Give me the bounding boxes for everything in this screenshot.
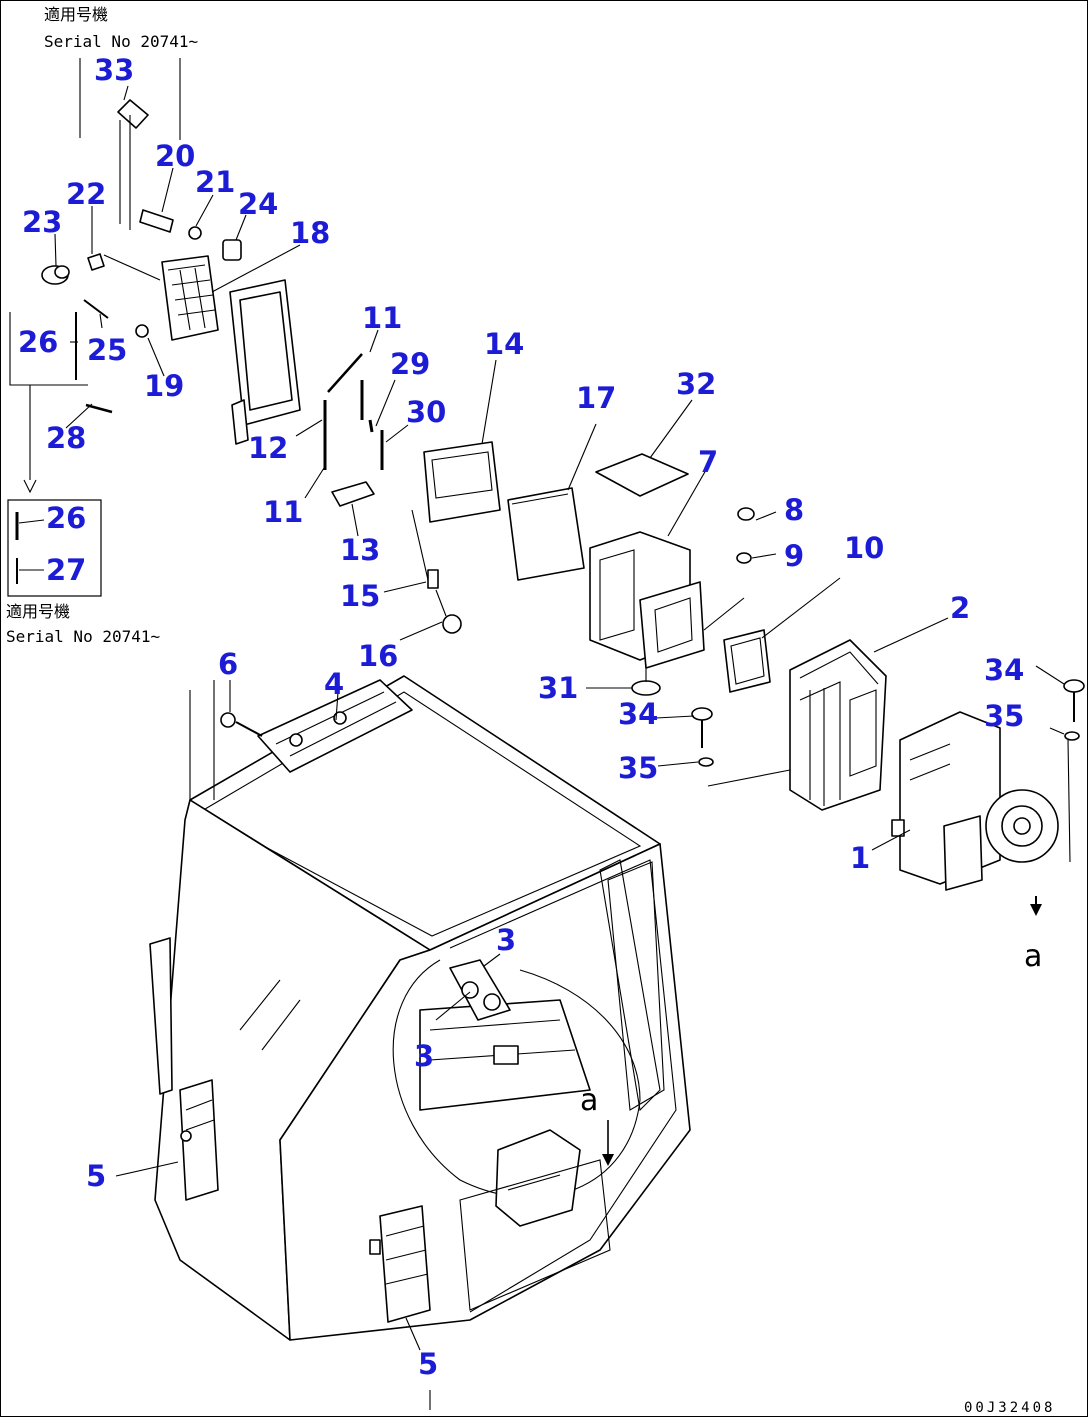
document-code: 00J32408: [964, 1400, 1055, 1416]
callout-17: 17: [576, 381, 616, 415]
callout-5-b: 5: [418, 1347, 438, 1381]
callout-30: 30: [406, 395, 446, 429]
callout-4: 4: [324, 667, 344, 701]
callout-34-a: 34: [618, 697, 658, 731]
group-arrow: [23, 385, 37, 494]
callout-29: 29: [390, 347, 430, 381]
callout-26-b: 26: [46, 501, 86, 535]
callout-35-a: 35: [618, 751, 658, 785]
callout-10: 10: [844, 531, 884, 565]
callout-21: 21: [195, 165, 235, 199]
callout-6: 6: [218, 647, 238, 681]
callout-24: 24: [238, 187, 278, 221]
callout-7: 7: [698, 445, 718, 479]
small-parts-group: [295, 329, 462, 641]
callout-34-b: 34: [984, 653, 1024, 687]
callout-5-a: 5: [86, 1159, 106, 1193]
callout-13: 13: [340, 533, 380, 567]
callout-11-b: 11: [263, 495, 303, 529]
callout-27: 27: [46, 553, 86, 587]
callout-3-b: 3: [414, 1039, 434, 1073]
inset-box: [7, 499, 102, 597]
callout-11-a: 11: [362, 301, 402, 335]
view-letter-lower: a: [580, 1083, 598, 1118]
callout-23: 23: [22, 205, 62, 239]
serial-top-text: Serial No 20741~: [44, 32, 198, 51]
callout-3-a: 3: [496, 923, 516, 957]
callout-14: 14: [484, 327, 524, 361]
air-conditioner-unit-group: [655, 617, 1085, 916]
group-bracket: [9, 312, 88, 386]
callout-2: 2: [950, 591, 970, 625]
callout-28: 28: [46, 421, 86, 455]
callout-19: 19: [144, 369, 184, 403]
callout-26-a: 26: [18, 325, 58, 359]
switch-panel-group: [41, 85, 301, 445]
callout-33: 33: [94, 53, 134, 87]
callout-15: 15: [340, 579, 380, 613]
callout-20: 20: [155, 139, 195, 173]
cab-body: [115, 675, 691, 1410]
callout-8: 8: [784, 493, 804, 527]
callout-22: 22: [66, 177, 106, 211]
callout-9: 9: [784, 539, 804, 573]
serial-bottom-jp: 適用号機: [6, 602, 70, 621]
callout-35-b: 35: [984, 699, 1024, 733]
callout-12: 12: [248, 431, 288, 465]
callout-16: 16: [358, 639, 398, 673]
callout-18: 18: [290, 216, 330, 250]
controller-group: [423, 359, 841, 696]
view-letter-upper: a: [1024, 939, 1042, 974]
serial-top-jp: 適用号機: [44, 5, 108, 24]
serial-bottom-text: Serial No 20741~: [6, 627, 160, 646]
callout-25: 25: [87, 333, 127, 367]
callout-32: 32: [676, 367, 716, 401]
callout-1: 1: [850, 841, 870, 875]
callout-31: 31: [538, 671, 578, 705]
